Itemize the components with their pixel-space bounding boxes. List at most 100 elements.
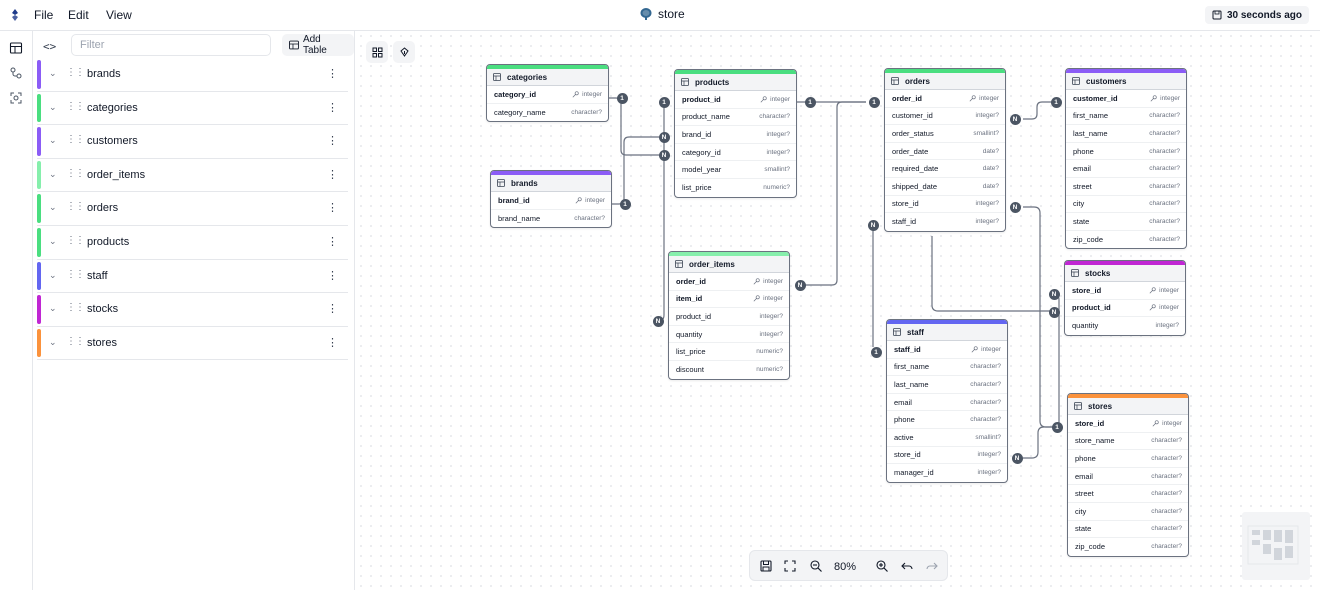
drag-handle-icon[interactable]: ⋮⋮ xyxy=(66,335,85,347)
grid-toggle-button[interactable] xyxy=(366,41,388,63)
snap-toggle-button[interactable] xyxy=(393,41,415,63)
zoom-out-icon[interactable] xyxy=(809,559,823,573)
chevron-down-icon[interactable]: ⌄ xyxy=(49,101,57,112)
app-logo-icon[interactable] xyxy=(8,8,22,22)
menu-view[interactable]: View xyxy=(106,8,132,22)
menu-file[interactable]: File xyxy=(34,8,54,22)
save-icon[interactable] xyxy=(759,559,773,573)
tables-icon[interactable] xyxy=(9,41,23,55)
drag-handle-icon[interactable]: ⋮⋮ xyxy=(66,234,85,246)
drag-handle-icon[interactable]: ⋮⋮ xyxy=(66,134,85,146)
relationship-line[interactable] xyxy=(800,101,866,286)
sidebar-table-item[interactable]: ⌄⋮⋮order_items⋮ xyxy=(37,159,348,193)
relationship-line[interactable] xyxy=(612,136,659,205)
table-header[interactable]: staff xyxy=(887,324,1007,341)
more-options-icon[interactable]: ⋮ xyxy=(327,68,338,80)
chevron-down-icon[interactable]: ⌄ xyxy=(49,168,57,179)
table-header[interactable]: brands xyxy=(491,175,611,192)
table-header[interactable]: order_items xyxy=(669,256,789,273)
relationship-line[interactable] xyxy=(1023,426,1057,459)
more-options-icon[interactable]: ⋮ xyxy=(327,235,338,248)
document-title[interactable]: store xyxy=(639,7,685,21)
sidebar-table-item[interactable]: ⌄⋮⋮stores⋮ xyxy=(37,327,348,361)
table-header[interactable]: categories xyxy=(487,69,608,86)
relationship-line[interactable] xyxy=(609,97,659,156)
drag-handle-icon[interactable]: ⋮⋮ xyxy=(66,167,85,179)
sidebar-table-item[interactable]: ⌄⋮⋮customers⋮ xyxy=(37,125,348,159)
chevron-down-icon[interactable]: ⌄ xyxy=(49,202,57,213)
relationship-line[interactable] xyxy=(931,236,1056,312)
chevron-down-icon[interactable]: ⌄ xyxy=(49,235,57,246)
minimap[interactable] xyxy=(1242,512,1310,580)
fit-view-icon[interactable] xyxy=(783,559,797,573)
more-options-icon[interactable]: ⋮ xyxy=(327,168,338,181)
sidebar-table-item[interactable]: ⌄⋮⋮brands⋮ xyxy=(37,58,348,92)
more-options-icon[interactable]: ⋮ xyxy=(327,336,338,349)
drag-handle-icon[interactable]: ⋮⋮ xyxy=(66,268,85,280)
redo-icon[interactable] xyxy=(925,559,939,573)
save-status-badge[interactable]: 30 seconds ago xyxy=(1204,6,1309,24)
table-header[interactable]: customers xyxy=(1066,73,1186,90)
table-header[interactable]: products xyxy=(675,74,796,91)
chevron-down-icon[interactable]: ⌄ xyxy=(49,135,57,146)
relationship-line[interactable] xyxy=(1023,101,1056,120)
drag-handle-icon[interactable]: ⋮⋮ xyxy=(66,67,85,78)
drag-handle-icon[interactable]: ⋮⋮ xyxy=(66,201,85,213)
menu-edit[interactable]: Edit xyxy=(68,8,89,22)
filter-input[interactable] xyxy=(71,34,271,56)
chevron-down-icon[interactable]: ⌄ xyxy=(49,68,57,78)
more-options-icon[interactable]: ⋮ xyxy=(327,303,338,316)
sidebar-table-item[interactable]: ⌄⋮⋮orders⋮ xyxy=(37,192,348,226)
drag-handle-icon[interactable]: ⋮⋮ xyxy=(66,100,85,112)
undo-icon[interactable] xyxy=(900,559,914,573)
drag-handle-icon[interactable]: ⋮⋮ xyxy=(66,302,85,314)
areas-icon[interactable] xyxy=(9,91,23,105)
code-toggle-icon[interactable]: <> xyxy=(43,40,57,53)
chevron-down-icon[interactable]: ⌄ xyxy=(49,303,57,314)
